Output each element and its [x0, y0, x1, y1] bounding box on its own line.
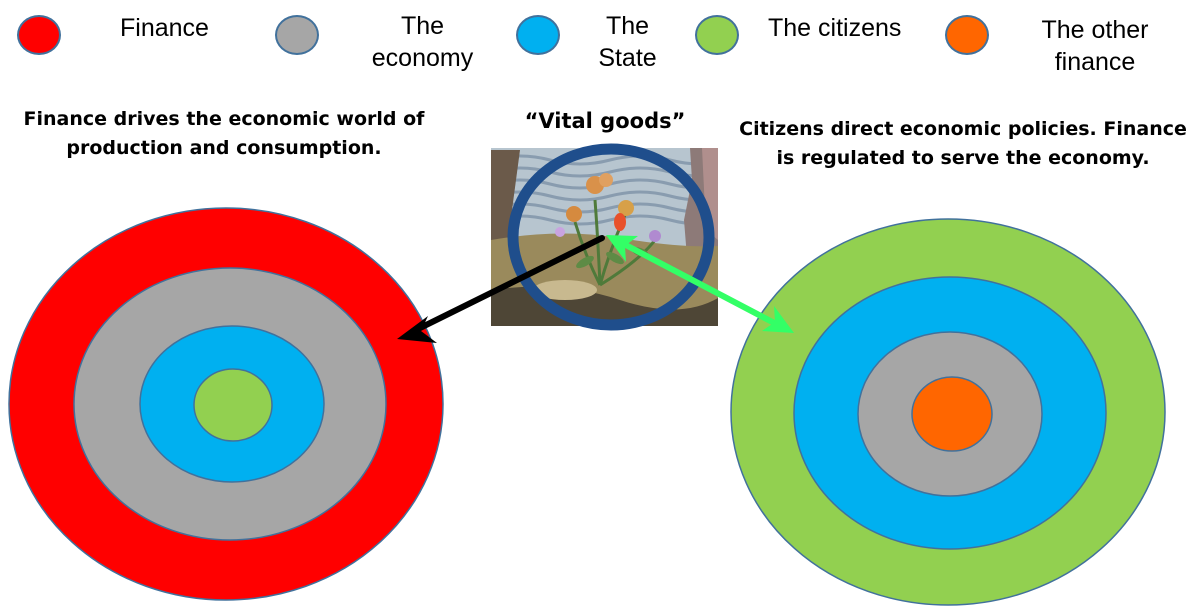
vital-goods-title: “Vital goods”	[524, 109, 686, 133]
picture-ring-frame	[507, 143, 715, 331]
legend-other-finance-line2: finance	[1054, 48, 1136, 76]
legend-economy-line1: The	[400, 12, 445, 40]
green-double-arrow	[606, 235, 794, 333]
legend-finance-label: Finance	[120, 14, 209, 42]
left-heading-line1: Finance drives the economic world of	[23, 108, 425, 130]
right-panel-heading: Citizens direct economic policies. Finan…	[738, 115, 1188, 173]
legend-other-finance-swatch	[945, 15, 989, 55]
right-heading-line2: is regulated to serve the economy.	[776, 147, 1150, 169]
right-rings	[730, 218, 1166, 606]
legend-other-finance-label: The other finance	[1030, 14, 1160, 78]
legend-economy-swatch	[275, 15, 319, 55]
right-ring-other-finance	[911, 376, 993, 452]
legend-citizens-label: The citizens	[768, 14, 902, 42]
legend-state-line1: The	[605, 12, 650, 40]
left-ring-citizens	[193, 368, 273, 442]
legend-finance-swatch	[17, 15, 61, 55]
legend-other-finance-line1: The other	[1041, 16, 1149, 44]
left-rings	[8, 207, 444, 601]
black-arrow	[397, 235, 605, 343]
right-heading-line1: Citizens direct economic policies. Finan…	[739, 118, 1187, 140]
legend-citizens-swatch	[695, 15, 739, 55]
legend-economy-line2: economy	[371, 44, 474, 72]
legend-state-line2: State	[598, 44, 657, 72]
left-heading-line2: production and consumption.	[66, 137, 382, 159]
legend-economy-label: The economy	[355, 10, 490, 74]
legend-state-label: The State	[575, 10, 680, 74]
legend-state-swatch	[516, 15, 560, 55]
left-panel-heading: Finance drives the economic world of pro…	[14, 105, 434, 163]
flower-tapestry-picture	[491, 143, 718, 331]
